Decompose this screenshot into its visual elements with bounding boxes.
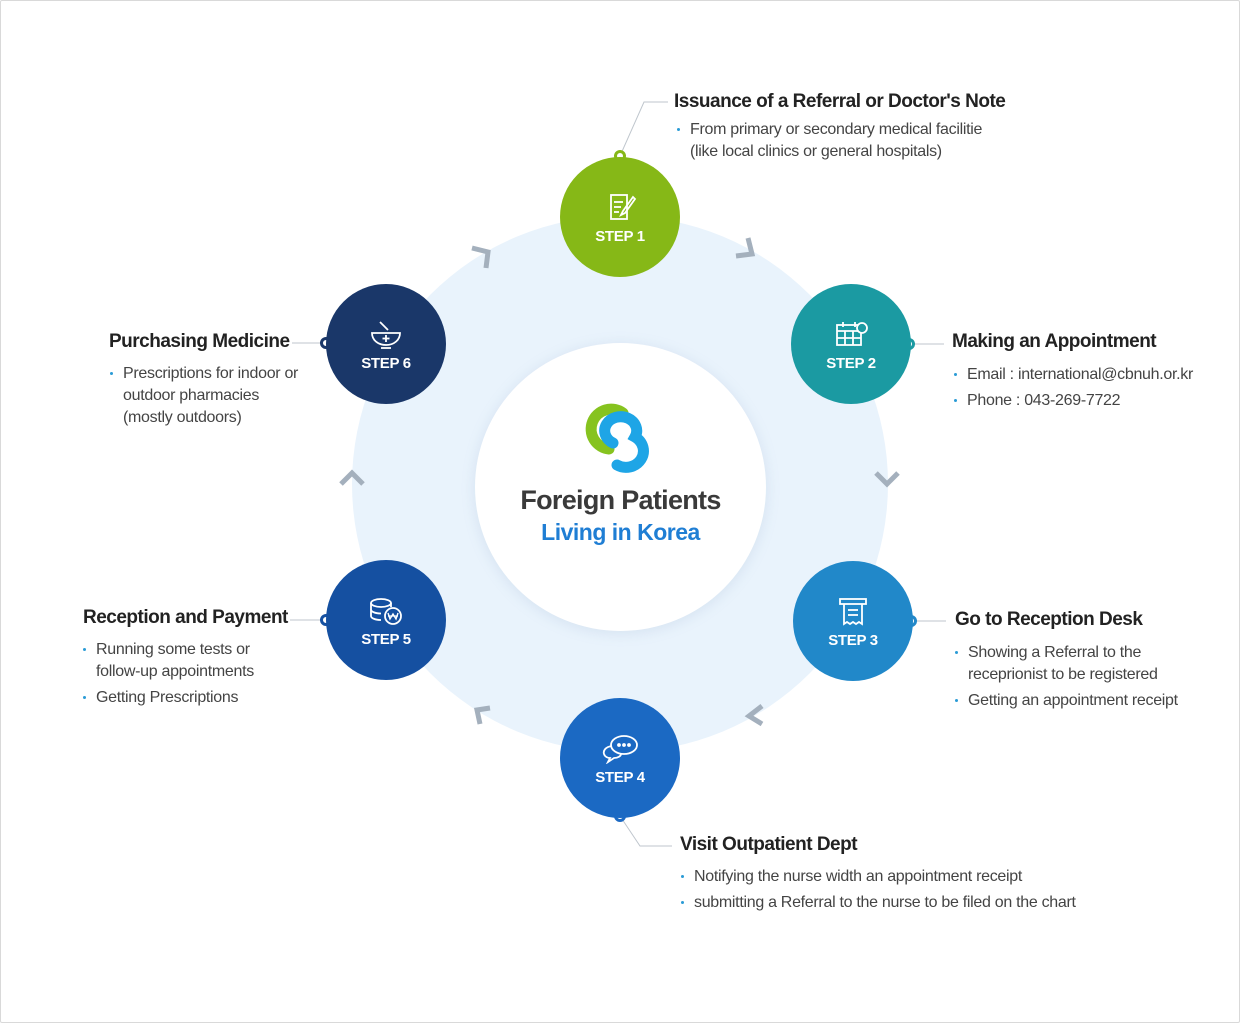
step-1-circle: STEP 1 [560,157,680,277]
arrow-6-to-1 [471,245,491,269]
connector-step-1 [619,101,668,157]
step-5-detail: Getting Prescriptions [83,687,278,709]
step-5-circle: STEP 5 [326,560,446,680]
arrow-2-to-3 [874,471,900,488]
step-4-details: Notifying the nurse width an appointment… [681,866,1121,918]
step-3-detail: Showing a Referral to the receprionist t… [955,642,1175,686]
step-3-details: Showing a Referral to the receprionist t… [955,642,1178,716]
step-4-label: STEP 4 [595,768,645,786]
step-6-detail: Prescriptions for indoor or outdoor phar… [110,363,300,429]
step-1-title: Issuance of a Referral or Doctor's Note [674,91,1006,112]
center-subtitle: Living in Korea [541,519,700,545]
step-3-label: STEP 3 [828,631,878,649]
step-4-circle: STEP 4 [560,698,680,818]
step-5-details: Running some tests or follow-up appointm… [83,639,278,713]
document-pen-icon [600,190,640,226]
step-5-detail: Running some tests or follow-up appointm… [83,639,278,683]
center-badge: Foreign Patients Living in Korea [475,343,766,631]
receipt-icon [833,594,873,630]
step-2-phone: Phone : 043-269-7722 [954,390,1224,412]
center-title: Foreign Patients [520,485,721,515]
step-4-detail: submitting a Referral to the nurse to be… [681,892,1121,914]
step-5-label: STEP 5 [361,630,411,648]
step-2-details: Email : international@cbnuh.or.kr Phone … [954,364,1224,416]
step-6-title: Purchasing Medicine [109,331,290,352]
arrow-1-to-2 [735,237,756,259]
mortar-pestle-icon [366,317,406,353]
cb-logo-icon [585,403,649,473]
step-4-detail: Notifying the nurse width an appointment… [681,866,1121,888]
step-1-details: From primary or secondary medical facili… [677,119,1007,167]
step-4-title: Visit Outpatient Dept [680,834,858,855]
step-1-label: STEP 1 [595,227,645,245]
step-6-label: STEP 6 [361,354,411,372]
coins-won-icon [366,593,406,629]
step-2-circle: STEP 2 [791,284,911,404]
step-3-circle: STEP 3 [793,561,913,681]
arrow-5-to-6 [339,469,365,486]
step-2-title: Making an Appointment [952,331,1157,352]
arrow-3-to-4 [744,704,764,727]
step-1-detail: From primary or secondary medical facili… [677,119,1007,163]
step-3-detail: Getting an appointment receipt [955,690,1178,712]
chat-bubbles-icon [600,731,640,767]
step-6-circle: STEP 6 [326,284,446,404]
step-5-title: Reception and Payment [83,607,288,628]
step-6-details: Prescriptions for indoor or outdoor phar… [110,363,300,433]
calendar-icon [831,317,871,353]
step-2-label: STEP 2 [826,354,876,372]
connector-step-4 [619,815,672,847]
step-2-email: Email : international@cbnuh.or.kr [954,364,1224,386]
arrow-4-to-5 [474,705,491,725]
step-3-title: Go to Reception Desk [955,609,1143,630]
